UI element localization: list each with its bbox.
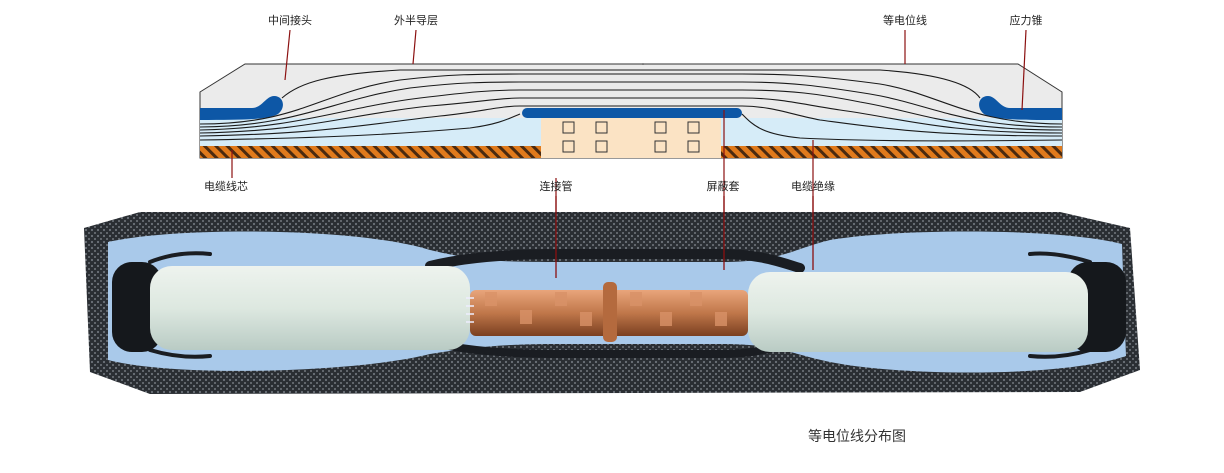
insulation-cylinder-right: [748, 272, 1088, 352]
label-connector-tube: 连接管: [539, 180, 573, 193]
cable-end-left: [112, 262, 162, 352]
shield-sleeve-bar: [522, 108, 742, 118]
label-shield-sleeve: 屏蔽套: [706, 180, 740, 193]
stress-cone-left: [200, 96, 283, 120]
label-cable-core: 电缆线芯: [204, 180, 248, 193]
cable-core-left: [200, 146, 541, 158]
insulation-cylinder-left: [150, 266, 470, 350]
cable-core-right: [721, 146, 1062, 158]
label-stress-cone: 应力锥: [1009, 14, 1043, 27]
connector-squares: [562, 121, 700, 153]
figure-caption: 等电位线分布图: [808, 429, 906, 445]
cable-joint-photo: [84, 212, 1140, 394]
label-equipotential-line: 等电位线: [883, 14, 927, 27]
label-outer-semiconductive-layer: 外半导层: [394, 14, 438, 27]
label-cable-insulation: 电缆绝缘: [791, 180, 835, 193]
label-middle-joint: 中间接头: [268, 14, 312, 27]
stress-cone-right: [979, 96, 1062, 120]
equipotential-lines: [199, 69, 1063, 142]
schematic-cross-section: [199, 63, 1063, 159]
connector-tube-block: [541, 116, 721, 158]
photo-leaders: [555, 196, 814, 278]
